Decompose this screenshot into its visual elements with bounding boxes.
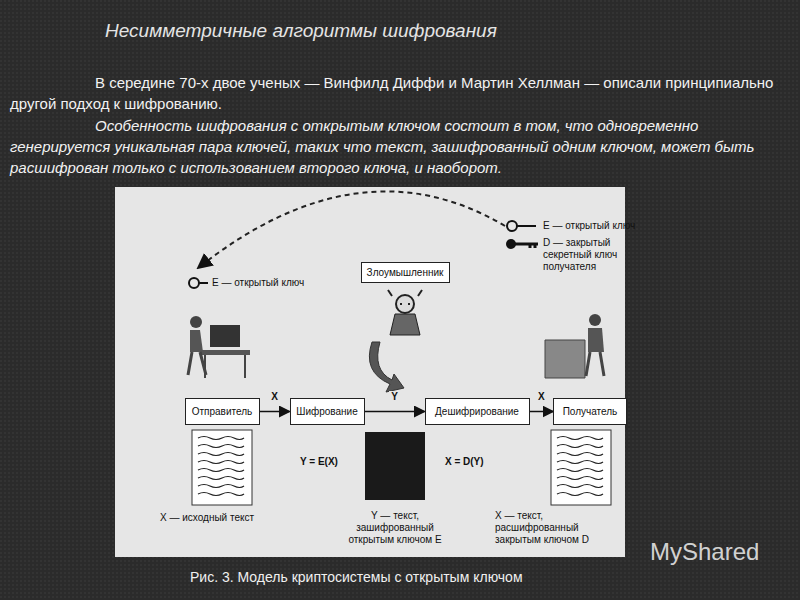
flow-arrow	[260, 411, 290, 413]
handwriting	[557, 437, 603, 440]
node-text: Отправитель	[192, 406, 253, 417]
handwriting	[557, 477, 603, 480]
handwriting	[557, 461, 603, 464]
flow-arrow	[530, 411, 554, 413]
key-label: D — закрытый секретный ключ получателя	[543, 237, 623, 273]
handwriting	[198, 493, 244, 496]
handwriting	[198, 485, 244, 488]
handwriting	[198, 437, 244, 440]
handwriting	[198, 445, 244, 448]
key-label: E — открытый ключ	[212, 277, 304, 288]
slide-title: Несимметричные алгоритмы шифрования	[105, 20, 497, 42]
key-label: E — открытый ключ	[543, 220, 635, 231]
node-text: Шифрование	[296, 406, 358, 417]
handwriting	[557, 445, 603, 448]
handwriting	[557, 453, 603, 456]
node-text: Получатель	[563, 406, 618, 417]
process-box: Отправитель	[185, 398, 260, 425]
legend-note: X — исходный текст	[160, 512, 254, 523]
edge-label: Y	[389, 391, 400, 402]
node-text: Злоумышленник	[367, 267, 444, 278]
edge-label: X	[536, 391, 547, 402]
handwriting	[557, 485, 603, 488]
handwriting	[198, 461, 244, 464]
process-box: Шифрование	[290, 398, 365, 425]
handwriting	[198, 469, 244, 472]
node-text: Дешифрирование	[435, 406, 519, 417]
legend-note: X — текст, расшифрованный закрытым ключо…	[495, 510, 613, 546]
formula: X = D(Y)	[445, 456, 484, 467]
definition-text: Особенность шифрования с открытым ключом…	[10, 115, 790, 178]
watermark: MyShared	[650, 538, 759, 566]
legend-note: Y — текст, зашифрованный открытым ключом…	[340, 510, 450, 546]
handwriting	[198, 453, 244, 456]
process-box: Дешифрирование	[425, 398, 530, 425]
attacker-box: Злоумышленник	[361, 262, 450, 283]
flow-arrow	[365, 411, 425, 413]
figure-caption: Рис. 3. Модель криптосистемы с открытым …	[190, 569, 523, 585]
edge-label: X	[269, 391, 280, 402]
handwriting	[557, 493, 603, 496]
process-box: Получатель	[553, 398, 627, 425]
handwriting	[557, 469, 603, 472]
handwriting	[198, 477, 244, 480]
intro-text: В середине 70-х двое ученых — Винфилд Ди…	[10, 72, 790, 114]
formula: Y = E(X)	[300, 456, 338, 467]
